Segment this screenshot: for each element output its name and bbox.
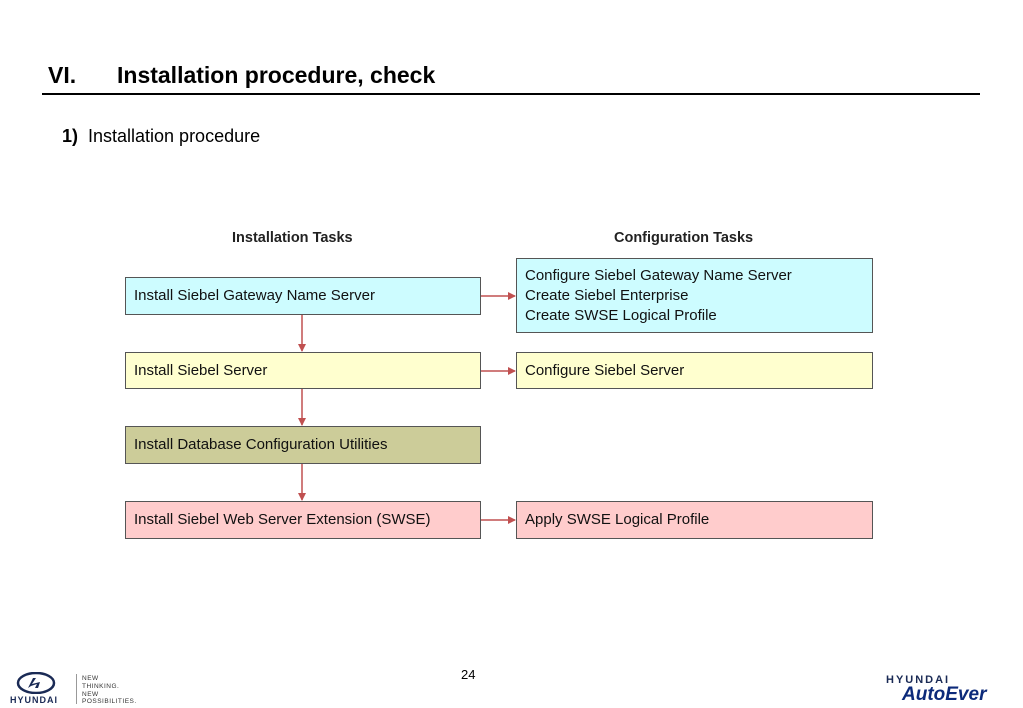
- config-task-line: Create Siebel Enterprise: [525, 286, 689, 304]
- section-number: VI.: [48, 62, 77, 88]
- hyundai-wordmark: HYUNDAI: [886, 674, 951, 686]
- install-task-swse: Install Siebel Web Server Extension (SWS…: [125, 501, 481, 539]
- config-task-swse-profile: Apply SWSE Logical Profile: [516, 501, 873, 539]
- install-task-siebel-server: Install Siebel Server: [125, 352, 481, 389]
- page-title: Installation procedure, check: [117, 62, 436, 88]
- configuration-tasks-header: Configuration Tasks: [614, 230, 754, 246]
- hyundai-logo: HYUNDAI NEW THINKING. NEW POSSIBILITIES.: [8, 672, 143, 706]
- config-task-line: Configure Siebel Gateway Name Server: [525, 266, 792, 284]
- install-task-db-utilities: Install Database Configuration Utilities: [125, 426, 481, 464]
- autoever-wordmark: AutoEver: [902, 684, 987, 705]
- config-task-line: Create SWSE Logical Profile: [525, 306, 717, 324]
- title-underline: [42, 93, 980, 95]
- tagline-line: NEW: [82, 691, 99, 698]
- subheading-text: Installation procedure: [88, 126, 261, 146]
- hyundai-autoever-logo: HYUNDAI AutoEver: [880, 674, 1015, 706]
- config-task-siebel-server: Configure Siebel Server: [516, 352, 873, 389]
- install-task-label: Install Database Configuration Utilities: [134, 436, 388, 453]
- hyundai-emblem-icon: [16, 672, 56, 694]
- logo-divider: [76, 674, 77, 704]
- tagline-line: NEW: [82, 675, 99, 682]
- tagline-line: THINKING.: [82, 683, 120, 690]
- hyundai-wordmark: HYUNDAI: [10, 695, 59, 705]
- install-task-label: Install Siebel Server: [134, 361, 268, 379]
- install-task-label: Install Siebel Web Server Extension (SWS…: [134, 511, 431, 528]
- page-number: 24: [461, 667, 476, 682]
- installation-tasks-header: Installation Tasks: [232, 230, 353, 246]
- config-task-gateway: Configure Siebel Gateway Name Server Cre…: [516, 258, 873, 333]
- tagline-line: POSSIBILITIES.: [82, 698, 137, 705]
- config-task-line: Apply SWSE Logical Profile: [525, 511, 710, 528]
- subheading-number: 1): [62, 126, 79, 146]
- config-task-line: Configure Siebel Server: [525, 361, 685, 379]
- install-task-gateway: Install Siebel Gateway Name Server: [125, 277, 481, 315]
- install-task-label: Install Siebel Gateway Name Server: [134, 287, 375, 304]
